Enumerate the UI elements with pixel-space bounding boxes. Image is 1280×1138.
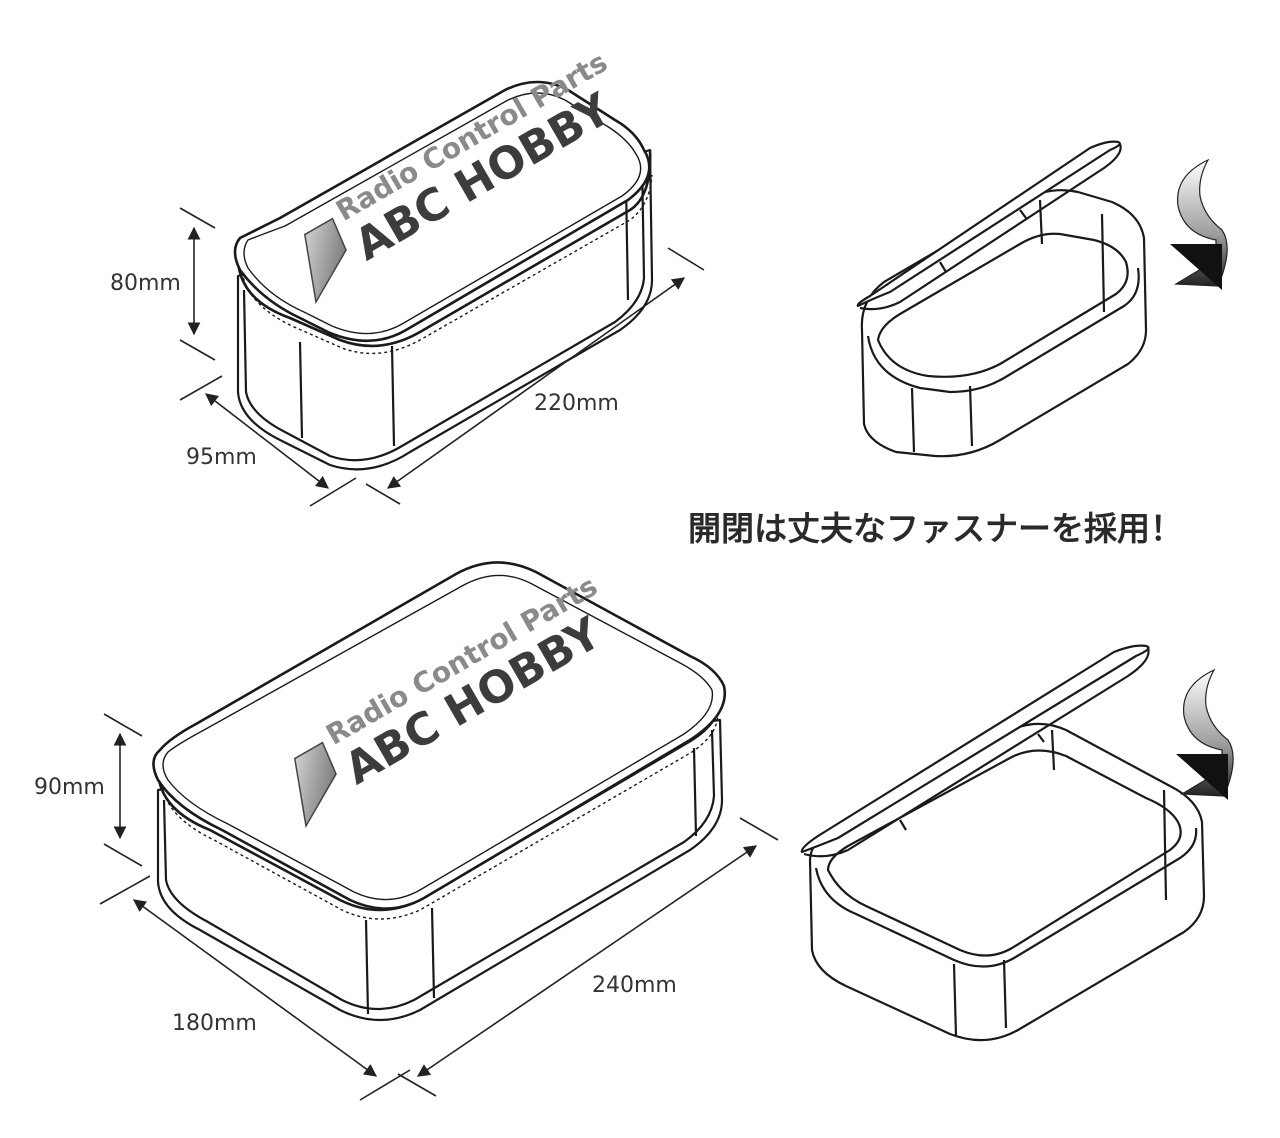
large-case-dimensions <box>99 713 779 1101</box>
small-case-width-label: 95mm <box>186 445 257 470</box>
small-case-height-label: 80mm <box>110 271 181 296</box>
large-case-height-label: 90mm <box>34 775 105 800</box>
large-case-open <box>800 644 1206 1042</box>
zipper-caption: 開閉は丈夫なファスナーを採用！ <box>688 509 1183 548</box>
small-case-open <box>856 140 1148 458</box>
small-case-length-label: 220mm <box>534 391 619 416</box>
large-case-width-label: 180mm <box>172 1011 257 1036</box>
logo-mark-icon <box>303 217 347 305</box>
logo-mark-icon <box>293 741 337 829</box>
large-case-open-lid-arrow-icon <box>1176 668 1234 800</box>
large-case-length-label: 240mm <box>592 973 677 998</box>
small-case-dimensions <box>179 207 705 507</box>
large-case-closed <box>152 561 727 1022</box>
small-case-open-lid-arrow-icon <box>1170 158 1228 290</box>
